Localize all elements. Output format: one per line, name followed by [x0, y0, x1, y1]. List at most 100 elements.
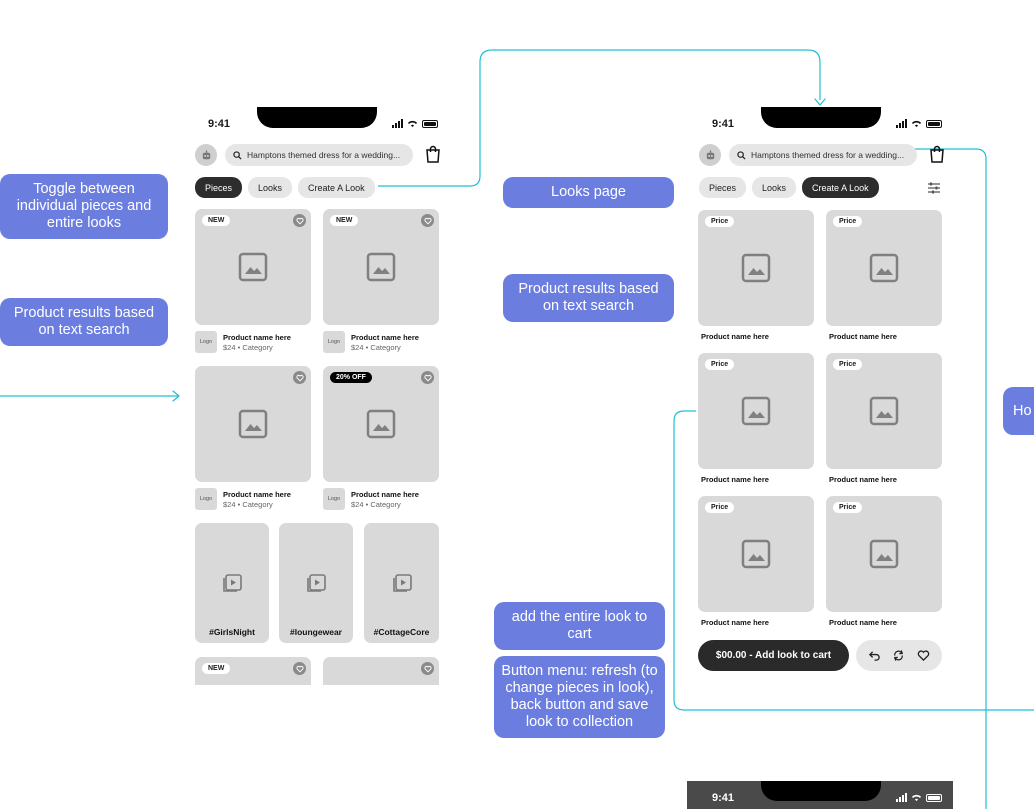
- price-badge: Price: [705, 216, 735, 227]
- annotation-button-menu: Button menu: refresh (to change pieces i…: [494, 656, 665, 738]
- product-name[interactable]: Product name here: [829, 475, 897, 484]
- image-placeholder-icon: [869, 253, 899, 283]
- tab-create-look[interactable]: Create A Look: [802, 177, 879, 198]
- battery-icon: [926, 119, 942, 128]
- look-action-bar: [856, 640, 942, 671]
- search-icon: [233, 150, 242, 160]
- video-tag: #CottageCore: [373, 627, 430, 637]
- video-tag: #loungewear: [290, 627, 342, 637]
- look-card[interactable]: Price: [826, 496, 942, 612]
- image-placeholder-icon: [741, 539, 771, 569]
- product-name[interactable]: Product name here: [701, 475, 769, 484]
- annotation-looks-page: Looks page: [503, 177, 674, 208]
- shopping-bag-icon[interactable]: [425, 145, 441, 163]
- look-card[interactable]: Price: [698, 353, 814, 469]
- tab-bar: Pieces Looks Create A Look: [699, 177, 879, 198]
- tab-looks[interactable]: Looks: [752, 177, 797, 198]
- video-icon: [392, 574, 412, 592]
- image-placeholder-icon: [366, 409, 396, 439]
- avatar-icon: [202, 149, 210, 159]
- shopping-bag-icon[interactable]: [929, 145, 945, 163]
- heart-icon[interactable]: [293, 214, 306, 227]
- wifi-icon: [911, 120, 922, 128]
- product-name[interactable]: Product name here: [701, 618, 769, 627]
- look-card[interactable]: Price: [826, 353, 942, 469]
- tab-pieces[interactable]: Pieces: [195, 177, 243, 198]
- product-card[interactable]: [323, 657, 439, 685]
- image-placeholder-icon: [869, 539, 899, 569]
- wifi-icon: [911, 794, 922, 802]
- product-card[interactable]: NEW: [195, 657, 311, 685]
- product-name[interactable]: Product name here: [223, 490, 291, 499]
- filter-icon[interactable]: [927, 182, 941, 194]
- product-name[interactable]: Product name here: [829, 618, 897, 627]
- product-name[interactable]: Product name here: [701, 332, 769, 341]
- avatar-icon: [706, 149, 714, 159]
- product-card[interactable]: NEW: [195, 209, 311, 325]
- new-badge: NEW: [202, 663, 231, 674]
- product-meta: $24 • Category: [351, 343, 401, 352]
- product-card[interactable]: [195, 366, 311, 482]
- status-icons: [896, 793, 942, 802]
- avatar[interactable]: [699, 144, 721, 166]
- image-placeholder-icon: [238, 409, 268, 439]
- heart-icon[interactable]: [293, 662, 306, 675]
- search-input[interactable]: Hamptons themed dress for a wedding...: [729, 144, 917, 166]
- heart-icon[interactable]: [917, 649, 930, 662]
- discount-badge: 20% OFF: [330, 372, 372, 383]
- status-icons: [896, 119, 942, 128]
- look-card[interactable]: Price: [826, 210, 942, 326]
- new-badge: NEW: [202, 215, 231, 226]
- product-card[interactable]: 20% OFF: [323, 366, 439, 482]
- signal-icon: [392, 119, 403, 128]
- heart-icon[interactable]: [421, 214, 434, 227]
- phone-notch: [761, 107, 881, 128]
- video-tile[interactable]: #GirlsNight: [195, 523, 269, 643]
- tab-pieces[interactable]: Pieces: [699, 177, 747, 198]
- next-screen-preview: 9:41: [687, 781, 953, 809]
- add-look-to-cart-button[interactable]: $00.00 - Add look to cart: [698, 640, 849, 671]
- search-query: Hamptons themed dress for a wedding...: [247, 150, 401, 160]
- product-card[interactable]: NEW: [323, 209, 439, 325]
- annotation-toggle: Toggle between individual pieces and ent…: [0, 174, 168, 239]
- search-icon: [737, 150, 746, 160]
- product-price: $24: [351, 500, 364, 509]
- video-tile[interactable]: #CottageCore: [364, 523, 439, 643]
- product-name[interactable]: Product name here: [223, 333, 291, 342]
- tab-create-look[interactable]: Create A Look: [298, 177, 375, 198]
- product-meta: $24 • Category: [351, 500, 401, 509]
- avatar[interactable]: [195, 144, 217, 166]
- product-price: $24: [223, 343, 236, 352]
- look-card[interactable]: Price: [698, 210, 814, 326]
- tab-looks[interactable]: Looks: [248, 177, 293, 198]
- look-card[interactable]: Price: [698, 496, 814, 612]
- status-time: 9:41: [208, 118, 231, 130]
- tab-bar: Pieces Looks Create A Look: [195, 177, 375, 198]
- annotation-cut-off: Ho: [1003, 387, 1034, 435]
- product-name[interactable]: Product name here: [351, 333, 419, 342]
- status-time: 9:41: [712, 792, 735, 804]
- video-tile[interactable]: #loungewear: [279, 523, 353, 643]
- product-name[interactable]: Product name here: [829, 332, 897, 341]
- search-input[interactable]: Hamptons themed dress for a wedding...: [225, 144, 413, 166]
- heart-icon[interactable]: [293, 371, 306, 384]
- brand-logo: Logo: [323, 331, 345, 353]
- heart-icon[interactable]: [421, 662, 434, 675]
- product-name[interactable]: Product name here: [351, 490, 419, 499]
- heart-icon[interactable]: [421, 371, 434, 384]
- brand-logo: Logo: [195, 331, 217, 353]
- battery-icon: [926, 793, 942, 802]
- signal-icon: [896, 119, 907, 128]
- refresh-icon[interactable]: [892, 649, 905, 662]
- video-icon: [223, 574, 242, 592]
- price-badge: Price: [705, 502, 735, 513]
- phone-notch: [761, 781, 881, 801]
- video-tag: #GirlsNight: [209, 627, 255, 637]
- brand-logo: Logo: [195, 488, 217, 510]
- status-time: 9:41: [712, 118, 735, 130]
- price-badge: Price: [833, 216, 863, 227]
- back-icon[interactable]: [868, 649, 881, 662]
- product-meta: $24 • Category: [223, 343, 273, 352]
- image-placeholder-icon: [238, 252, 268, 282]
